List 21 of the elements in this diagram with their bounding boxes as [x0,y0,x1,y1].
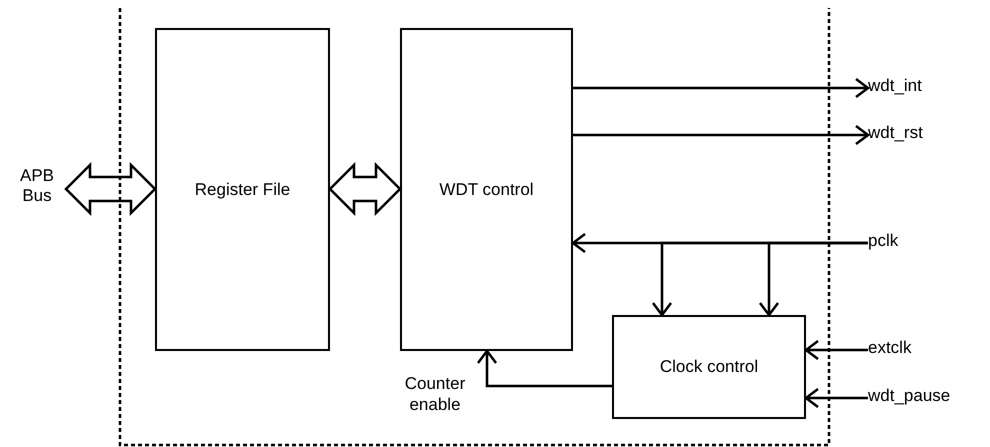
edge-label: Counter enable [404,373,466,416]
arrow [573,124,870,146]
block-box [400,28,573,351]
arrow [804,340,868,360]
signal-label: wdt_int [868,76,968,96]
signal-label: wdt_pause [868,386,978,406]
arrow [758,242,868,316]
block-label: Clock control [660,357,758,377]
signal-label: extclk [868,338,968,358]
block-box [612,315,806,419]
double-arrow [64,162,157,216]
arrow [573,78,870,98]
block-box [155,28,330,351]
arrow [476,350,612,388]
signal-label: pclk [868,231,968,252]
arrow [804,388,868,408]
block-label: Register File [194,180,290,200]
signal-label: APB Bus [8,166,66,207]
double-arrow [328,162,402,216]
signal-label: wdt_rst [868,123,968,144]
block-label: WDT control [439,180,534,200]
